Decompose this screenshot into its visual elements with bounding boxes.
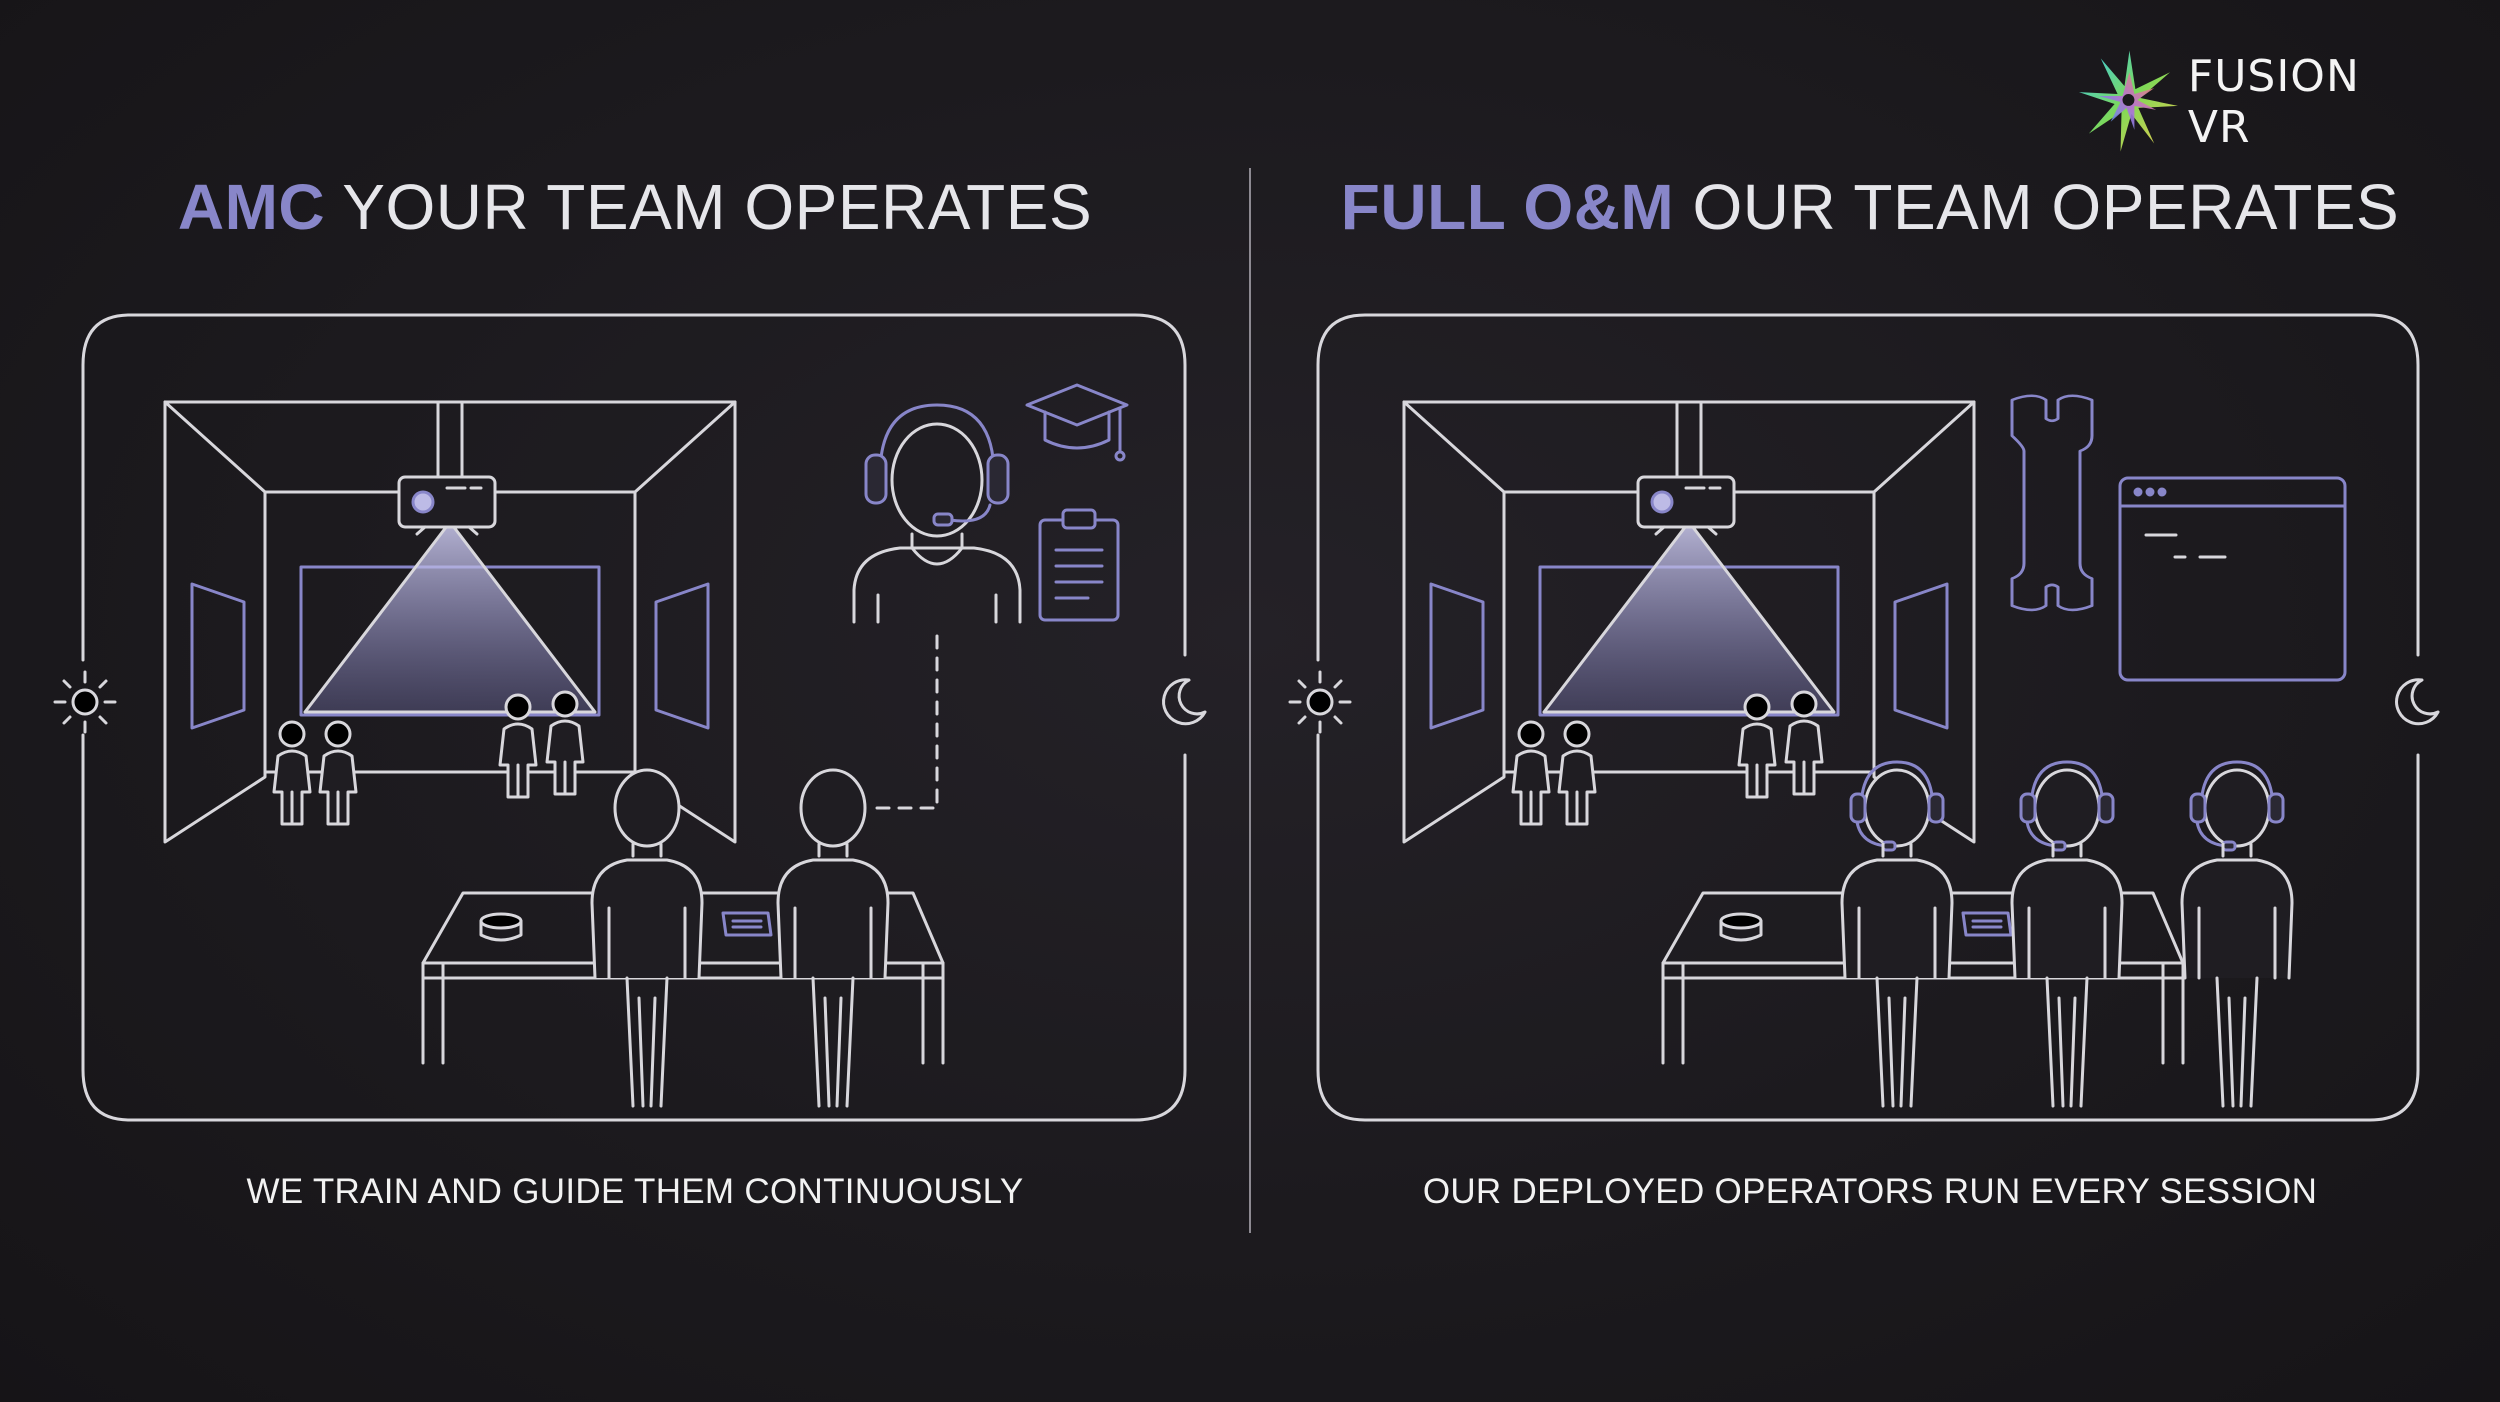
sun-icon bbox=[53, 670, 117, 734]
clipboard-icon bbox=[1038, 508, 1120, 622]
left-heading-rest: YOUR TEAM OPERATES bbox=[342, 171, 1093, 243]
starburst-logo-icon bbox=[2078, 50, 2178, 152]
child-figure bbox=[272, 720, 312, 826]
child-figure bbox=[1557, 720, 1597, 826]
left-caption: WE TRAIN AND GUIDE THEM CONTINUOUSLY bbox=[246, 1172, 1024, 1211]
left-heading: AMC YOUR TEAM OPERATES bbox=[15, 170, 1255, 244]
moon-icon bbox=[2395, 678, 2440, 726]
moon-icon bbox=[1162, 678, 1207, 726]
left-heading-accent: AMC bbox=[177, 171, 326, 243]
child-figure bbox=[545, 690, 585, 796]
right-panel-frame bbox=[1316, 313, 2420, 1122]
child-figure bbox=[1784, 690, 1824, 796]
wrench-icon bbox=[2010, 394, 2094, 612]
right-panel bbox=[1288, 313, 2440, 1122]
right-heading-rest: OUR TEAM OPERATES bbox=[1692, 171, 2400, 243]
center-divider bbox=[1249, 168, 1251, 1233]
operator-figure bbox=[590, 768, 704, 1108]
operator-figure bbox=[776, 768, 890, 1108]
support-link-line bbox=[875, 634, 939, 810]
brand-name: FUSION VR bbox=[2187, 50, 2360, 153]
graduation-cap-icon bbox=[1025, 383, 1129, 462]
operator-headset-figure bbox=[2010, 760, 2124, 1108]
sun-icon bbox=[1288, 670, 1352, 734]
terminal-window-icon bbox=[2118, 476, 2347, 682]
operator-headset-figure bbox=[2180, 760, 2294, 1108]
headset-operator-icon bbox=[852, 403, 1022, 624]
right-caption: OUR DEPLOYED OPERATORS RUN EVERY SESSION bbox=[1422, 1172, 2318, 1211]
operator-headset-figure bbox=[1840, 760, 1954, 1108]
fusion-vr-logo: FUSION VR bbox=[2075, 42, 2435, 157]
right-heading-accent: FULL O&M bbox=[1340, 171, 1675, 243]
right-heading: FULL O&M OUR TEAM OPERATES bbox=[1250, 170, 2490, 244]
child-figure bbox=[318, 720, 358, 826]
child-figure bbox=[1737, 693, 1777, 799]
left-panel-frame bbox=[81, 313, 1187, 1122]
child-figure bbox=[498, 693, 538, 799]
child-figure bbox=[1511, 720, 1551, 826]
left-panel bbox=[53, 313, 1207, 1122]
